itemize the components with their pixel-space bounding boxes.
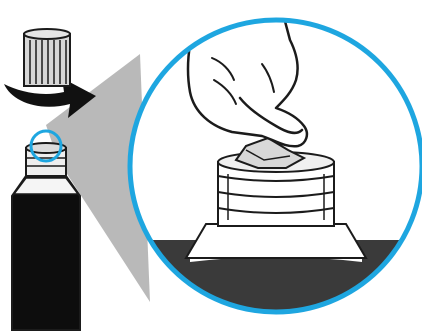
- cap-icon: [24, 29, 70, 86]
- magnified-view-icon: [120, 10, 422, 336]
